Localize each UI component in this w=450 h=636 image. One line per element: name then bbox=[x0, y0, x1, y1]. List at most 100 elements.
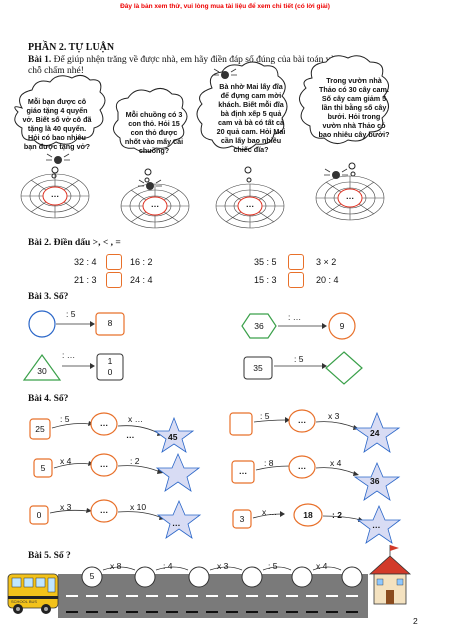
bai4-left3-blank[interactable]: … bbox=[99, 505, 109, 515]
spider-web-3 bbox=[215, 183, 285, 229]
bai5-blank-1[interactable] bbox=[134, 566, 156, 588]
bai2-row4-right: 20 : 4 bbox=[316, 275, 339, 285]
bai2-compare-box-3[interactable] bbox=[106, 272, 122, 288]
bai3-item2-start: 36 bbox=[254, 321, 264, 331]
bai4-left3-op2: x 10 bbox=[130, 502, 147, 512]
cloud-4 bbox=[299, 55, 389, 177]
bai4-right3-op2: : 2 bbox=[332, 510, 342, 520]
bai4-right2-end: 36 bbox=[370, 476, 380, 486]
bai4-right2-blank[interactable]: … bbox=[297, 461, 307, 471]
bai2-row2-left: 35 : 5 bbox=[254, 257, 277, 267]
bai4-left2-op2: : 2 bbox=[130, 456, 140, 466]
bai4-right3-end[interactable]: … bbox=[372, 520, 381, 530]
bai3-item3-value-top: 1 bbox=[107, 356, 113, 366]
bai4-left1-op2: x … bbox=[128, 414, 144, 424]
bai3-item2-op: : … bbox=[288, 312, 302, 322]
bai4-title: Bài 4. Số? bbox=[28, 394, 69, 404]
bai3-item2-value: 9 bbox=[339, 321, 345, 331]
bai4-right-row1 bbox=[229, 409, 401, 453]
preview-banner: Đây là bản xem thử, vui lòng mua tài liệ… bbox=[120, 3, 330, 10]
bai5-title: Bài 5. Số ? bbox=[28, 551, 71, 561]
bai3-item3-value-bottom: 0 bbox=[107, 367, 113, 377]
bai4-left-row2 bbox=[33, 452, 201, 492]
bai2-row2-right: 3 × 2 bbox=[316, 257, 337, 267]
bai5-op-1: x 8 bbox=[110, 561, 122, 571]
web-answer-3[interactable]: … bbox=[245, 199, 255, 209]
bai2-compare-box-2[interactable] bbox=[288, 254, 304, 270]
cloud-3 bbox=[196, 61, 288, 183]
bai1-text-line1: Để giúp nhện trăng về được nhà, em hãy đ… bbox=[51, 55, 340, 65]
bai4-right1-op1: : 5 bbox=[260, 411, 270, 421]
green-diamond-shape[interactable] bbox=[325, 351, 363, 385]
bai3-title: Bài 3. Số? bbox=[28, 292, 69, 302]
bai3-item4-op: : 5 bbox=[294, 354, 304, 364]
bai5-op-3: x 3 bbox=[217, 561, 229, 571]
blue-circle-shape[interactable] bbox=[28, 310, 56, 338]
bai4-left2-start: 5 bbox=[40, 463, 46, 473]
spider-web-2 bbox=[120, 183, 190, 229]
bai3-item3-start: 30 bbox=[37, 366, 47, 376]
bai4-right1-blank[interactable]: … bbox=[297, 415, 307, 425]
bai5-op-5: x 4 bbox=[316, 561, 328, 571]
bai4-right3-start: 3 bbox=[239, 514, 245, 524]
bai4-right2-op1: : 8 bbox=[264, 458, 274, 468]
bai2-row1-left: 32 : 4 bbox=[74, 257, 97, 267]
bai4-left1-blank[interactable]: … bbox=[99, 418, 109, 428]
bai5-blank-5[interactable] bbox=[341, 566, 363, 588]
bai4-left3-start: 0 bbox=[36, 510, 42, 520]
bai4-left2-blank[interactable]: … bbox=[99, 459, 109, 469]
bai5-blank-2[interactable] bbox=[188, 566, 210, 588]
school-house-icon bbox=[368, 545, 412, 605]
bai4-right2-start[interactable]: … bbox=[238, 466, 248, 476]
spider-icon-2 bbox=[138, 179, 162, 190]
bai1-instructions: Bài 1. Để giúp nhện trăng về được nhà, e… bbox=[28, 55, 428, 77]
spider-icon-3 bbox=[213, 68, 237, 79]
bai2-row3-left: 21 : 3 bbox=[74, 275, 97, 285]
cloud-1 bbox=[14, 74, 106, 179]
spider-web-4 bbox=[315, 175, 385, 221]
bai2-row3-right: 24 : 4 bbox=[130, 275, 153, 285]
bai5-start: 5 bbox=[89, 571, 95, 581]
bai4-right1-end: 24 bbox=[370, 428, 380, 438]
bai4-left1-op1: : 5 bbox=[60, 414, 70, 424]
bai1-label: Bài 1. bbox=[28, 55, 52, 65]
bai4-left-row1 bbox=[29, 412, 195, 453]
bai4-right1-op2: x 3 bbox=[328, 411, 340, 421]
page-number: 2 bbox=[413, 616, 418, 626]
spider-icon-1 bbox=[46, 153, 70, 164]
bai3-item1-value: 8 bbox=[107, 318, 113, 328]
spider-icon-4 bbox=[324, 168, 348, 179]
bai4-left1-start: 25 bbox=[35, 424, 45, 434]
bai4-left3-op1: x 3 bbox=[60, 502, 72, 512]
bai4-right-row3 bbox=[232, 503, 402, 544]
bai2-compare-box-4[interactable] bbox=[288, 272, 304, 288]
bai3-item4-start: 35 bbox=[253, 363, 263, 373]
bai2-title: Bài 2. Điền dấu >, < , = bbox=[28, 238, 121, 248]
bai4-left2-op1: x 4 bbox=[60, 456, 72, 466]
bai5-blank-3[interactable] bbox=[241, 566, 263, 588]
bai4-left3-end[interactable]: … bbox=[172, 518, 181, 528]
bai2-compare-box-1[interactable] bbox=[106, 254, 122, 270]
bai4-left-row3 bbox=[29, 499, 202, 539]
bai5-op-2: : 4 bbox=[163, 561, 173, 571]
web-answer-4[interactable]: … bbox=[345, 191, 355, 201]
web-answer-2[interactable]: … bbox=[150, 199, 160, 209]
web-answer-1[interactable]: … bbox=[50, 189, 60, 199]
bai4-right-row2 bbox=[231, 455, 401, 501]
section-title: PHẦN 2. TỰ LUẬN bbox=[28, 42, 115, 53]
school-bus-icon bbox=[7, 573, 59, 614]
bai5-blank-4[interactable] bbox=[291, 566, 313, 588]
spider-web-1 bbox=[20, 173, 90, 219]
bai4-left1-end: 45 bbox=[168, 432, 178, 442]
bai4-right2-op2: x 4 bbox=[330, 458, 342, 468]
bai3-item1-op: : 5 bbox=[66, 309, 76, 319]
bai4-left1-extra[interactable]: … bbox=[126, 430, 135, 440]
bai3-item3-op: : … bbox=[62, 350, 76, 360]
bai2-row1-right: 16 : 2 bbox=[130, 257, 153, 267]
